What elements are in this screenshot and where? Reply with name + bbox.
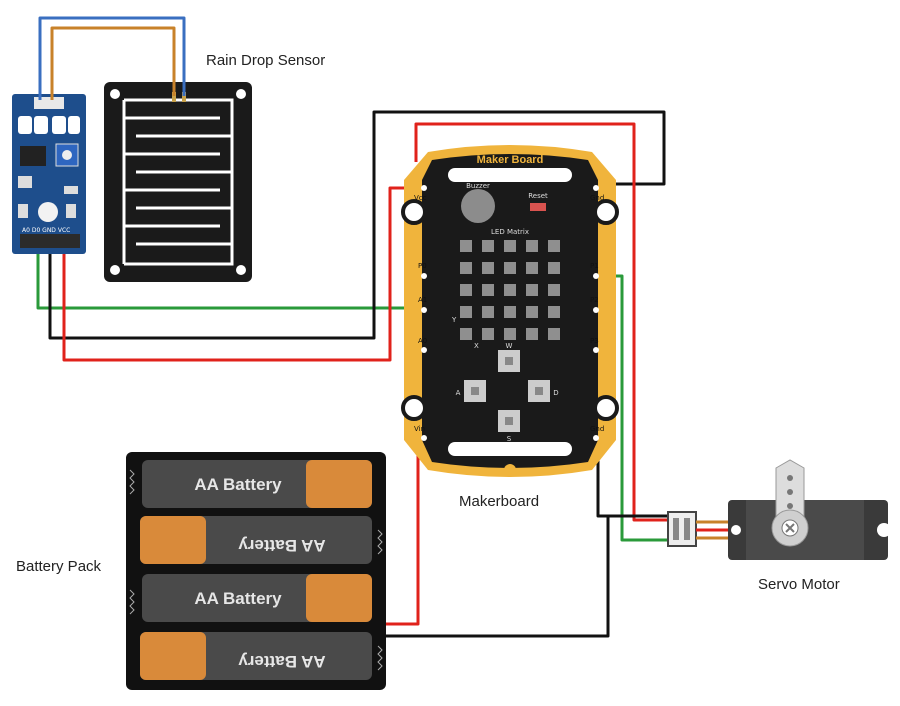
makerboard-label: Makerboard xyxy=(459,493,539,510)
wire-black-battery xyxy=(386,516,610,638)
pin-a1: A1 xyxy=(418,296,427,304)
pin-vcc: Vcc xyxy=(414,194,427,202)
rain-sensor-module: A0 D0 GND VCC xyxy=(12,94,86,254)
pin-p2: P2 xyxy=(590,296,599,304)
pin-p1: P1 xyxy=(590,262,599,270)
buzzer-label: Buzzer xyxy=(466,182,490,190)
battery-cell-2-label: AA Battery xyxy=(238,536,326,555)
battery-cell-3: AA Battery xyxy=(142,574,372,622)
servo-motor xyxy=(667,459,891,560)
pin-gnd-bottom: Gnd xyxy=(590,425,604,433)
button-w-label: W xyxy=(506,342,513,350)
sensor-pin-labels: A0 D0 GND VCC xyxy=(22,227,70,234)
axis-x-label: X xyxy=(474,342,479,350)
board-bottom-slot xyxy=(448,442,572,456)
wires xyxy=(36,16,672,638)
wire-black-servo xyxy=(596,438,672,518)
axis-y-label: Y xyxy=(451,316,457,324)
rain-drop-sensor-plate xyxy=(104,82,252,282)
rain-drop-sensor-label: Rain Drop Sensor xyxy=(206,52,325,69)
button-d-label: D xyxy=(553,389,558,397)
wire-blue-plate xyxy=(38,16,186,100)
battery-pack-label: Battery Pack xyxy=(16,558,102,575)
battery-cell-3-label: AA Battery xyxy=(194,589,282,608)
maker-board: Maker Board Buzzer Reset LED Matrix Y X … xyxy=(401,145,619,477)
led-matrix-label: LED Matrix xyxy=(491,228,529,236)
battery-cell-1-label: AA Battery xyxy=(194,475,282,494)
wire-orange-plate xyxy=(50,26,176,100)
board-title: Maker Board xyxy=(477,154,544,166)
battery-cell-1: AA Battery xyxy=(142,460,372,508)
servo-motor-label: Servo Motor xyxy=(758,576,840,593)
pin-vin: Vin xyxy=(414,425,425,433)
battery-pack: AA Battery AA Battery AA Battery AA Batt… xyxy=(126,452,386,690)
wire-red-servo xyxy=(414,122,672,522)
wire-red-battery xyxy=(386,440,420,626)
battery-cell-2: AA Battery xyxy=(140,516,372,564)
pin-p0: P0 xyxy=(418,262,427,270)
button-a-label: A xyxy=(456,389,461,397)
pin-a0: A0 xyxy=(418,337,427,345)
buzzer-icon xyxy=(461,189,495,223)
battery-cell-4: AA Battery xyxy=(140,632,372,680)
led-matrix xyxy=(460,240,560,340)
button-s-label: S xyxy=(507,435,512,443)
battery-cell-4-label: AA Battery xyxy=(238,652,326,671)
board-top-slot xyxy=(448,168,572,182)
reset-button[interactable] xyxy=(530,203,546,211)
wire-red-vcc xyxy=(62,186,420,362)
pin-p3: P3 xyxy=(590,337,599,345)
wire-black-gnd xyxy=(48,110,666,340)
reset-label: Reset xyxy=(528,192,548,200)
brand-logo-icon xyxy=(504,464,516,476)
pin-gnd-top: Gnd xyxy=(590,194,604,202)
